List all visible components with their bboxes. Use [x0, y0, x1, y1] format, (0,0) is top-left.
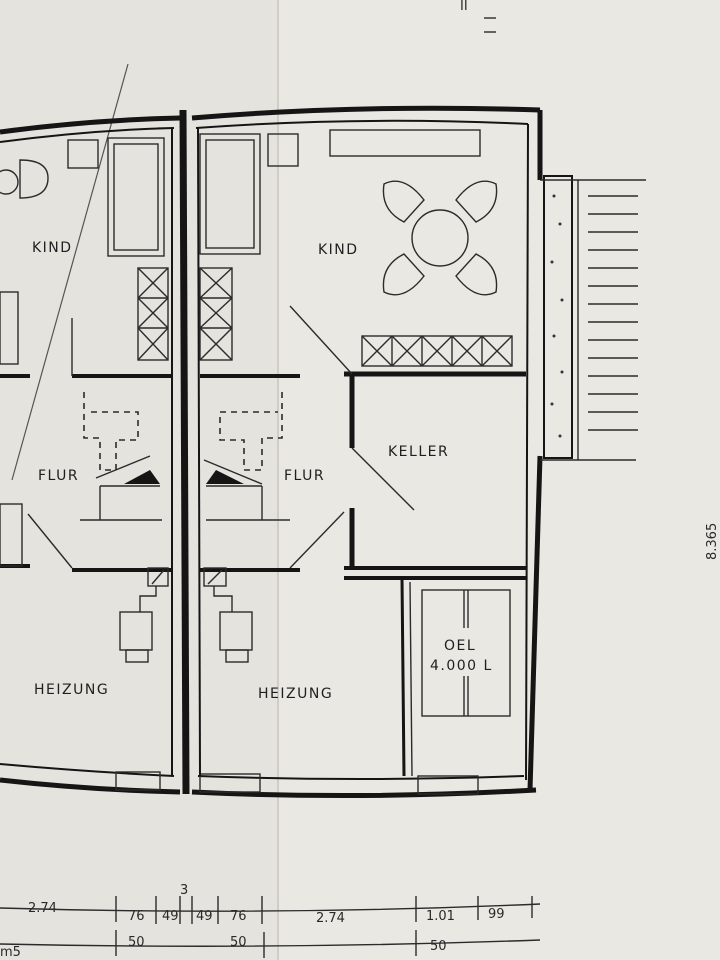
steps-dashes [588, 195, 638, 431]
bathtub-left [107, 137, 165, 257]
lightwell-dots [550, 194, 564, 438]
bathtub-left-inner [113, 143, 159, 251]
shelf-keller [361, 335, 513, 367]
dimension-bottom-1: 50 [230, 935, 247, 950]
outer-wall-bottom-right [191, 787, 537, 799]
dimension-bottom-0: 50 [128, 935, 145, 950]
room-label-heizung-left: HEIZUNG [34, 682, 109, 698]
dimension-line-top [0, 903, 541, 912]
inner-wall-bottom-left [0, 763, 175, 777]
dining-table [382, 180, 498, 296]
window-bottom-right [417, 775, 479, 795]
door-frame-left-2 [0, 503, 23, 567]
room-label-kind-left: KIND [32, 240, 73, 256]
oil-tank [421, 589, 511, 717]
dimension-top-2: 49 [162, 909, 179, 924]
outer-wall-top-right [191, 105, 541, 121]
dimension-top-4: 76 [230, 909, 247, 924]
wall-oel-left [400, 577, 406, 777]
pencil-line [11, 63, 129, 481]
stair-diag-left [95, 455, 151, 479]
outer-wall-right-bottom [527, 455, 543, 791]
window-bottom-center [199, 773, 261, 793]
oil-tank-volume: 4.000 L [430, 658, 493, 674]
sink-left [0, 169, 19, 195]
shelf-left [137, 267, 169, 361]
stair-arrow-left [124, 470, 160, 484]
door-left-2 [27, 513, 73, 569]
inner-wall-bottom-right [197, 775, 525, 780]
dimension-ticks [115, 896, 533, 958]
room-label-kind-right: KIND [318, 242, 359, 258]
oil-tank-label-bg [430, 628, 498, 676]
counter-right [329, 129, 481, 157]
window-bottom-left [115, 771, 161, 791]
outer-wall-bottom-left [0, 777, 181, 795]
toilet-left [19, 159, 49, 199]
oil-tank-title: OEL [444, 638, 476, 654]
door-keller [351, 447, 415, 511]
side-dimension: 8.365 [705, 523, 720, 560]
room-label-flur-right: FLUR [284, 468, 325, 484]
stair-arrow-right [206, 470, 244, 484]
inner-wall-top-right [195, 119, 529, 129]
dimension-center-mark: 3 [180, 883, 188, 898]
cabinet-right [267, 133, 299, 167]
room-label-keller: KELLER [388, 444, 449, 460]
door-frame-left [0, 291, 19, 365]
bathtub-right [199, 133, 261, 255]
dimension-bottom-2: 50 [430, 939, 447, 954]
dimension-top-0: 2.74 [28, 901, 57, 916]
outer-wall-top-left [0, 115, 181, 135]
room-label-heizung-right: HEIZUNG [258, 686, 333, 702]
boiler-right-base [225, 649, 249, 663]
dimension-top-7: 99 [488, 907, 505, 922]
party-wall-inner-right [197, 127, 201, 777]
cabinet-left [67, 139, 99, 169]
dimension-top-6: 1.01 [426, 909, 455, 924]
inner-wall-right [525, 123, 529, 781]
dimension-top-1: 76 [128, 909, 145, 924]
door-right-kind [289, 305, 353, 375]
dimension-corner-left: m5 [0, 945, 21, 960]
chimney-right-x [207, 569, 223, 585]
inner-wall-top-left [0, 127, 175, 143]
top-mark: II [460, 0, 468, 14]
door-right-heizung [289, 511, 345, 569]
lightwell [543, 175, 573, 459]
shelf-right [199, 267, 233, 361]
party-wall [179, 109, 190, 795]
chimney-right [203, 567, 227, 587]
dimension-top-5: 2.74 [316, 911, 345, 926]
flue-left [139, 586, 157, 612]
stair-diag-right [203, 459, 263, 485]
boiler-left-base [125, 649, 149, 663]
bathtub-right-inner [205, 139, 255, 249]
dimension-line-bottom [0, 939, 541, 947]
dimension-top-3: 49 [196, 909, 213, 924]
flue-right [213, 586, 233, 612]
stairs-dashed-right [219, 392, 283, 471]
room-label-flur-left: FLUR [38, 468, 79, 484]
chimney-left [147, 567, 169, 587]
wall-oel-left-inner [409, 581, 413, 777]
chimney-left-x [151, 569, 165, 585]
